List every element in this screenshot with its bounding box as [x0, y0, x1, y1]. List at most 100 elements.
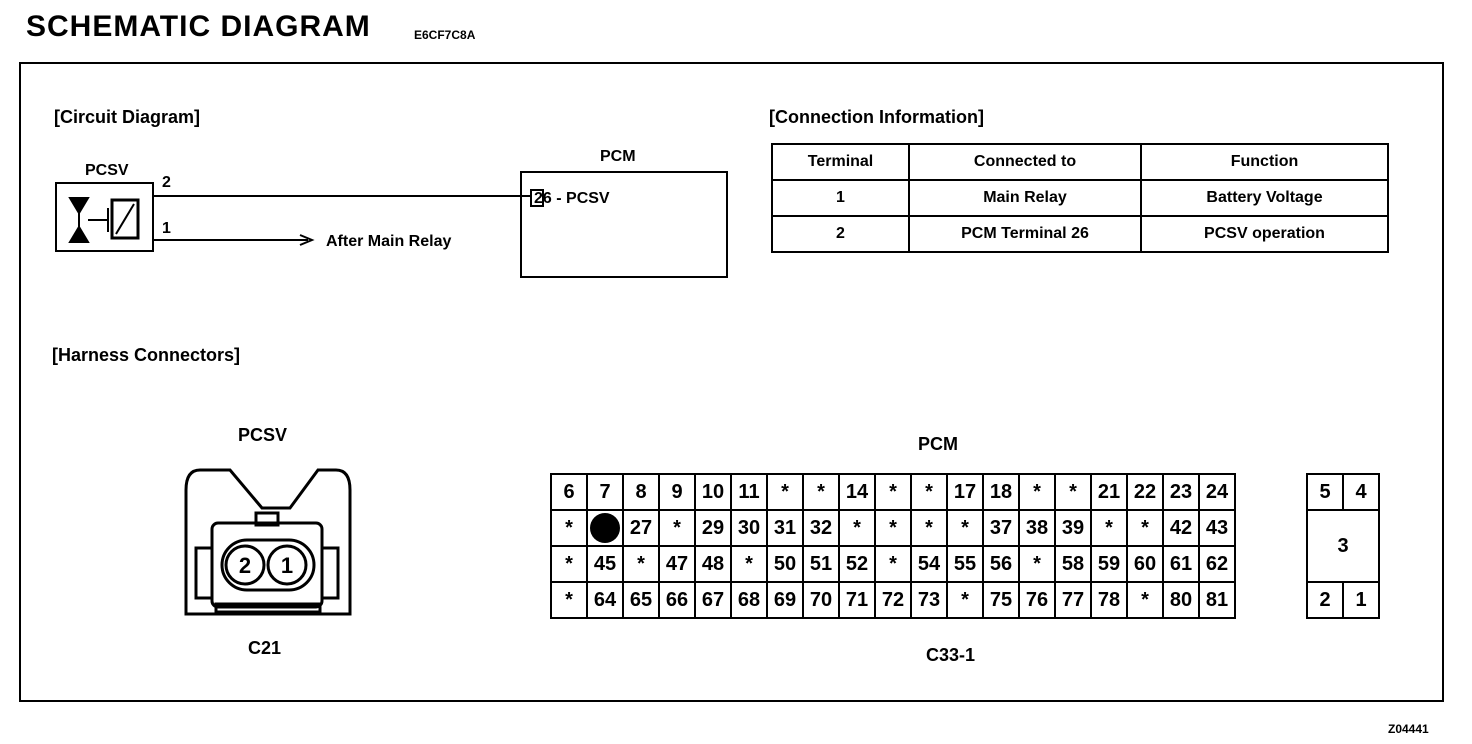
pcm-pin-cell: 76 [1018, 581, 1056, 619]
pcm-pin-cell: * [874, 509, 912, 547]
cell-connected-to: PCM Terminal 26 [908, 215, 1142, 253]
pcm-pin-cell: 81 [1198, 581, 1236, 619]
pcm-pin-cell: 80 [1162, 581, 1200, 619]
pcm-pin-cell: * [1018, 473, 1056, 511]
pcm-pin-cell: 58 [1054, 545, 1092, 583]
pcsv-connector-label: PCSV [238, 425, 288, 445]
pcm-pin-cell: 22 [1126, 473, 1164, 511]
pcm-pin-cell: * [1090, 509, 1128, 547]
pcm-pin-cell: * [946, 581, 984, 619]
arrow-right-icon [299, 234, 315, 246]
pcm-pin-cell: 73 [910, 581, 948, 619]
pcm-pin-cell: 48 [694, 545, 732, 583]
pcm-pin-cell: 8 [622, 473, 660, 511]
pcm-pin-cell: 27 [622, 509, 660, 547]
pcm-pin-cell: * [874, 473, 912, 511]
pcm-pin-cell: 4 [1342, 473, 1380, 511]
pcsv-pin-2-number: 2 [162, 174, 171, 191]
pcm-pin-cell: 21 [1090, 473, 1128, 511]
pcsv-box [55, 182, 154, 252]
document-code: E6CF7C8A [414, 28, 476, 42]
circuit-diagram-heading: [Circuit Diagram] [54, 107, 201, 127]
pcm-pin-cell: 50 [766, 545, 804, 583]
pcm-pin-cell: 56 [982, 545, 1020, 583]
pcm-pin-cell: 18 [982, 473, 1020, 511]
table-row: 1 Main Relay Battery Voltage [771, 179, 1389, 217]
pcm-pin-cell: 64 [586, 581, 624, 619]
pcm-pin-cell: 1 [1342, 581, 1380, 619]
header-connected-to: Connected to [908, 143, 1142, 181]
pcm-pin-cell: 38 [1018, 509, 1056, 547]
cell-function: PCSV operation [1140, 215, 1389, 253]
pcm-pin-cell: 32 [802, 509, 840, 547]
cell-function: Battery Voltage [1140, 179, 1389, 217]
pcm-pin-26-marker [586, 509, 624, 547]
pcm-pin-cell: 47 [658, 545, 696, 583]
header-terminal: Terminal [771, 143, 910, 181]
connection-info-heading: [Connection Information] [769, 107, 984, 127]
pcm-pin-cell: * [802, 473, 840, 511]
pcm-label: PCM [600, 148, 636, 165]
pcm-pin-cell: 10 [694, 473, 732, 511]
pcm-pin-cell: 3 [1306, 509, 1380, 583]
diagram-frame [19, 62, 1444, 702]
pcm-pin-cell: 52 [838, 545, 876, 583]
pcm-pin-cell: * [1126, 581, 1164, 619]
pcm-pin-cell: * [1018, 545, 1056, 583]
pcsv-connector-icon [184, 468, 352, 616]
pcm-pin-cell: 77 [1054, 581, 1092, 619]
pcm-terminal-marker [530, 189, 544, 207]
pcm-terminal-label: 26 - PCSV [534, 190, 610, 207]
pcm-pin-cell: 9 [658, 473, 696, 511]
pcm-pin-cell: 62 [1198, 545, 1236, 583]
pcm-pin-cell: 42 [1162, 509, 1200, 547]
pcm-pin-cell: 14 [838, 473, 876, 511]
pcm-pin-cell: 69 [766, 581, 804, 619]
pcm-pin-cell: 54 [910, 545, 948, 583]
pcm-pin-cell: 71 [838, 581, 876, 619]
cell-terminal: 2 [771, 215, 910, 253]
cell-terminal: 1 [771, 179, 910, 217]
pcm-pin-cell: 24 [1198, 473, 1236, 511]
table-header-row: Terminal Connected to Function [771, 143, 1389, 181]
pcm-pin-cell: 30 [730, 509, 768, 547]
pcm-pin-cell: 70 [802, 581, 840, 619]
pcm-pin-cell: 66 [658, 581, 696, 619]
pcm-pin-cell: * [874, 545, 912, 583]
pcsv-connector-id: C21 [248, 638, 282, 658]
pcm-pin-cell: 72 [874, 581, 912, 619]
pcm-connector-right-block: 5 4 3 2 1 [1306, 473, 1380, 619]
header-function: Function [1140, 143, 1389, 181]
pcm-pin-cell: 43 [1198, 509, 1236, 547]
pcm-pin-cell: 67 [694, 581, 732, 619]
pcm-pin-cell: 11 [730, 473, 768, 511]
pcm-pin-cell: 68 [730, 581, 768, 619]
pcm-pin-cell: 61 [1162, 545, 1200, 583]
connection-info-table: Terminal Connected to Function 1 Main Re… [771, 143, 1389, 253]
pcm-pin-cell: 60 [1126, 545, 1164, 583]
pcm-pin-cell: 6 [550, 473, 588, 511]
pcsv-component-label: PCSV [85, 162, 129, 179]
pcm-pin-cell: * [946, 509, 984, 547]
pcm-pin-cell: * [550, 545, 588, 583]
pcsv-pin-2-label: 2 [239, 553, 251, 578]
pcm-pin-cell: 51 [802, 545, 840, 583]
pcm-pin-cell: 37 [982, 509, 1020, 547]
page-title: SCHEMATIC DIAGRAM [26, 10, 371, 43]
pcm-pin-cell: * [730, 545, 768, 583]
pcm-pin-cell: 2 [1306, 581, 1344, 619]
pcm-pin-cell: * [658, 509, 696, 547]
pcm-pin-cell: 55 [946, 545, 984, 583]
pcm-pin-cell: * [1054, 473, 1092, 511]
pcm-pin-cell: 7 [586, 473, 624, 511]
pcsv-pin-1-number: 1 [162, 220, 171, 237]
pcm-pin-cell: * [1126, 509, 1164, 547]
pcm-pin-cell: 65 [622, 581, 660, 619]
pcm-connector-label: PCM [918, 434, 958, 454]
pcm-pin-cell: * [622, 545, 660, 583]
